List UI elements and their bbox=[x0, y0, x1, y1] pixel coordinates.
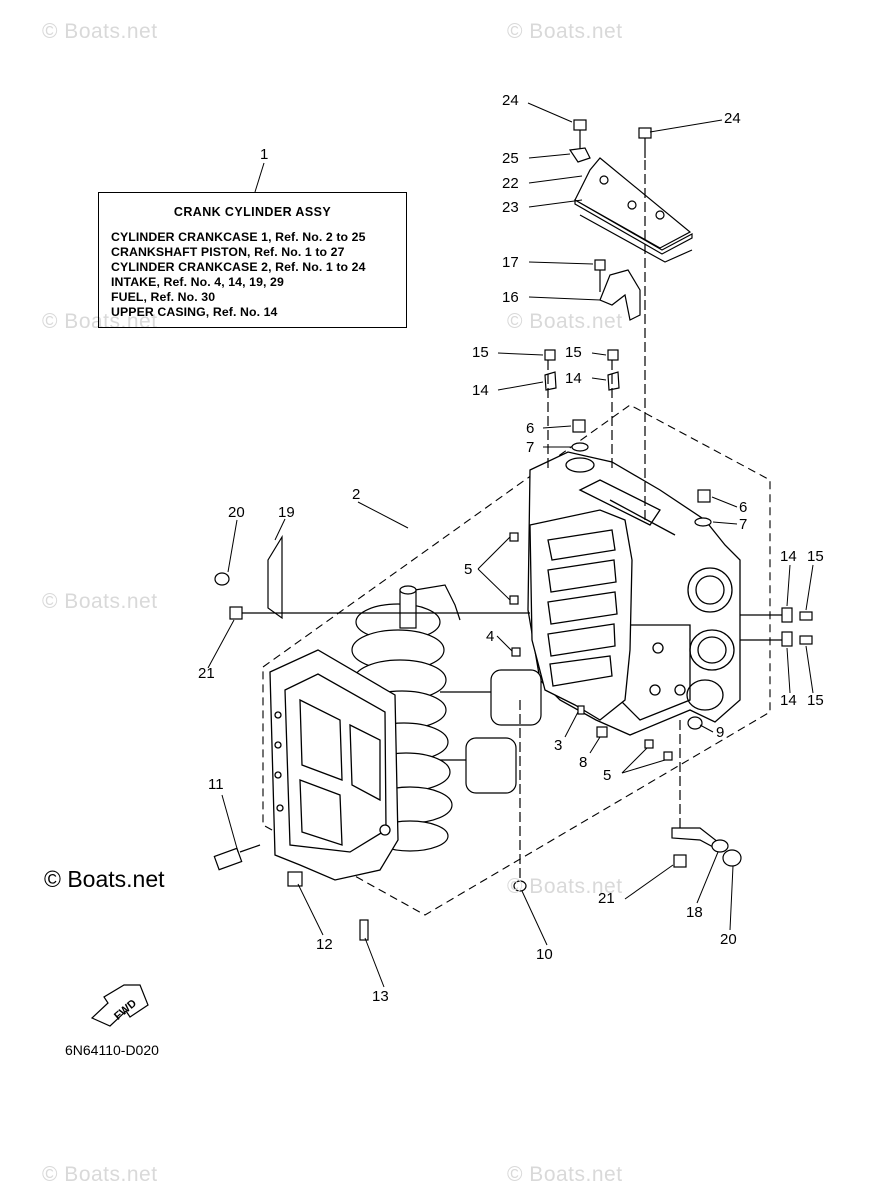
callout-21: 21 bbox=[598, 890, 615, 907]
callout-20: 20 bbox=[720, 931, 737, 948]
callout-16: 16 bbox=[502, 289, 519, 306]
info-line: CYLINDER CRANKCASE 2, Ref. No. 1 to 24 bbox=[111, 260, 366, 274]
callout-7: 7 bbox=[526, 439, 535, 456]
callout-14: 14 bbox=[780, 548, 797, 565]
callout-5: 5 bbox=[603, 767, 612, 784]
callout-24: 24 bbox=[502, 92, 519, 109]
watermark: © Boats.net bbox=[507, 875, 623, 898]
watermark: © Boats.net bbox=[42, 1163, 158, 1186]
callout-18: 18 bbox=[686, 904, 703, 921]
forward-arrow bbox=[90, 984, 149, 1027]
callout-23: 23 bbox=[502, 199, 519, 216]
callout-21: 21 bbox=[198, 665, 215, 682]
callout-10: 10 bbox=[536, 946, 553, 963]
callout-11: 11 bbox=[208, 776, 224, 793]
callout-4: 4 bbox=[486, 628, 495, 645]
watermark: © Boats.net bbox=[507, 310, 623, 333]
callout-17: 17 bbox=[502, 254, 519, 271]
callout-14: 14 bbox=[780, 692, 797, 709]
info-box-title: CRANK CYLINDER ASSY bbox=[173, 205, 332, 219]
diagram-code: 6N64110-D020 bbox=[65, 1042, 159, 1058]
callout-7: 7 bbox=[739, 516, 748, 533]
callout-25: 25 bbox=[502, 150, 519, 167]
callout-15: 15 bbox=[807, 692, 824, 709]
callout-12: 12 bbox=[316, 936, 333, 953]
callout-6: 6 bbox=[739, 499, 748, 516]
callout-9: 9 bbox=[716, 724, 725, 741]
callout-19: 19 bbox=[278, 504, 295, 521]
leader-lines bbox=[207, 102, 814, 988]
crankcase-cover bbox=[269, 649, 399, 881]
copyright-notice: © Boats.net bbox=[44, 866, 165, 892]
callout-14: 14 bbox=[472, 382, 489, 399]
callout-3: 3 bbox=[554, 737, 563, 754]
callout-15: 15 bbox=[807, 548, 824, 565]
callout-1: 1 bbox=[260, 146, 269, 163]
assembly-info-box: CRANK CYLINDER ASSY CYLINDER CRANKCASE 1… bbox=[98, 192, 407, 328]
callout-2: 2 bbox=[352, 486, 361, 503]
info-line: UPPER CASING, Ref. No. 14 bbox=[111, 305, 278, 319]
info-line: CRANKSHAFT PISTON, Ref. No. 1 to 27 bbox=[111, 245, 345, 259]
small-parts bbox=[213, 160, 813, 941]
watermark: © Boats.net bbox=[507, 1163, 623, 1186]
callout-14: 14 bbox=[565, 370, 582, 387]
callout-20: 20 bbox=[228, 504, 245, 521]
callout-15: 15 bbox=[565, 344, 582, 361]
watermark: © Boats.net bbox=[507, 20, 623, 43]
callout-15: 15 bbox=[472, 344, 489, 361]
info-line: FUEL, Ref. No. 30 bbox=[111, 290, 216, 304]
watermark: © Boats.net bbox=[42, 590, 158, 613]
cylinder-crankcase-1 bbox=[529, 509, 633, 721]
callout-24: 24 bbox=[724, 110, 741, 127]
callout-6: 6 bbox=[526, 420, 535, 437]
callout-5: 5 bbox=[464, 561, 473, 578]
callout-8: 8 bbox=[579, 754, 588, 771]
watermark: © Boats.net bbox=[42, 20, 158, 43]
cover-plate-group bbox=[544, 119, 712, 527]
callout-22: 22 bbox=[502, 175, 519, 192]
info-line: INTAKE, Ref. No. 4, 14, 19, 29 bbox=[111, 275, 284, 289]
info-line: CYLINDER CRANKCASE 1, Ref. No. 2 to 25 bbox=[111, 230, 366, 244]
callout-13: 13 bbox=[372, 988, 389, 1005]
